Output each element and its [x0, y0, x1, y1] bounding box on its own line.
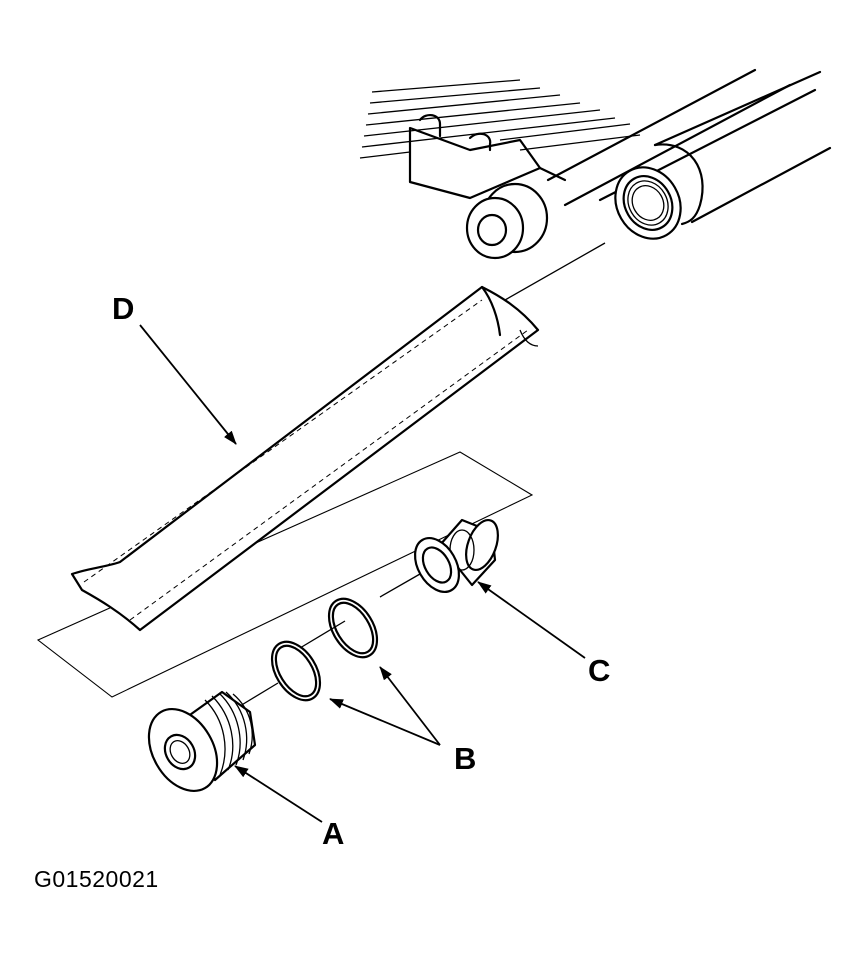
figure-id: G01520021 — [34, 866, 159, 892]
callout-label-a: A — [322, 816, 345, 851]
leader-arrow-c — [477, 581, 586, 659]
callout-label-d: D — [112, 291, 135, 326]
desiccant-pad-d — [70, 285, 540, 632]
condenser-fins — [359, 79, 641, 159]
condenser-assembly — [359, 68, 832, 260]
fitting-knob — [465, 182, 549, 260]
assembly-axis-line — [239, 242, 606, 707]
receiver-drier-tube — [546, 68, 832, 240]
leader-arrow-a — [234, 765, 323, 823]
o-rings-b — [270, 597, 379, 702]
leader-arrows — [139, 324, 586, 823]
threaded-cap-a — [147, 690, 257, 793]
leader-arrow-b-right — [379, 666, 441, 746]
callout-label-c: C — [588, 653, 611, 688]
leader-arrow-b-left — [329, 698, 441, 746]
callout-label-b: B — [454, 741, 477, 776]
service-area-outline — [36, 451, 534, 698]
mounting-bracket — [408, 114, 567, 200]
leader-arrow-d — [139, 324, 237, 445]
plug-c — [413, 518, 499, 593]
